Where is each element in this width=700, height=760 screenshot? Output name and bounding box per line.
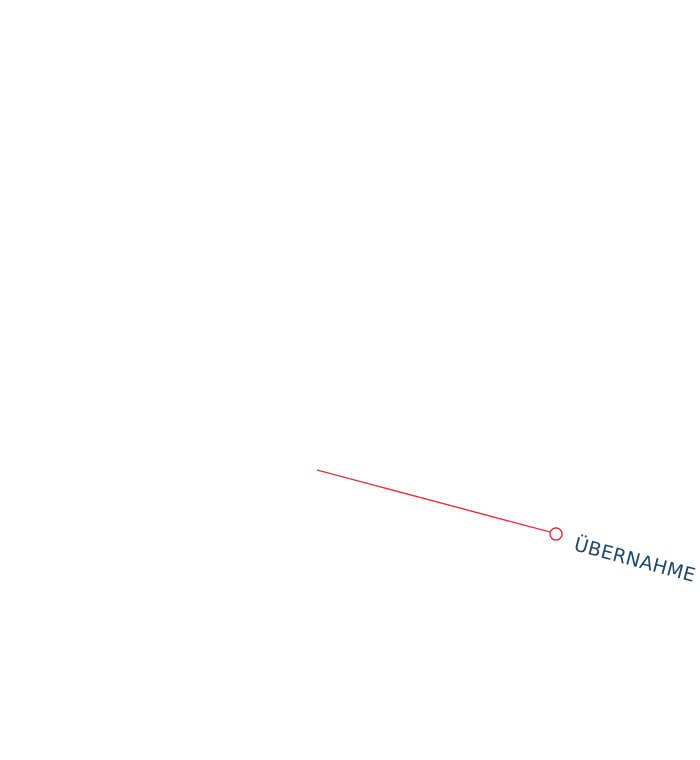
callout-label: ÜBERNAHME <box>572 533 698 587</box>
callout-leader-line <box>316 469 551 533</box>
callout-marker-circle <box>549 527 563 541</box>
